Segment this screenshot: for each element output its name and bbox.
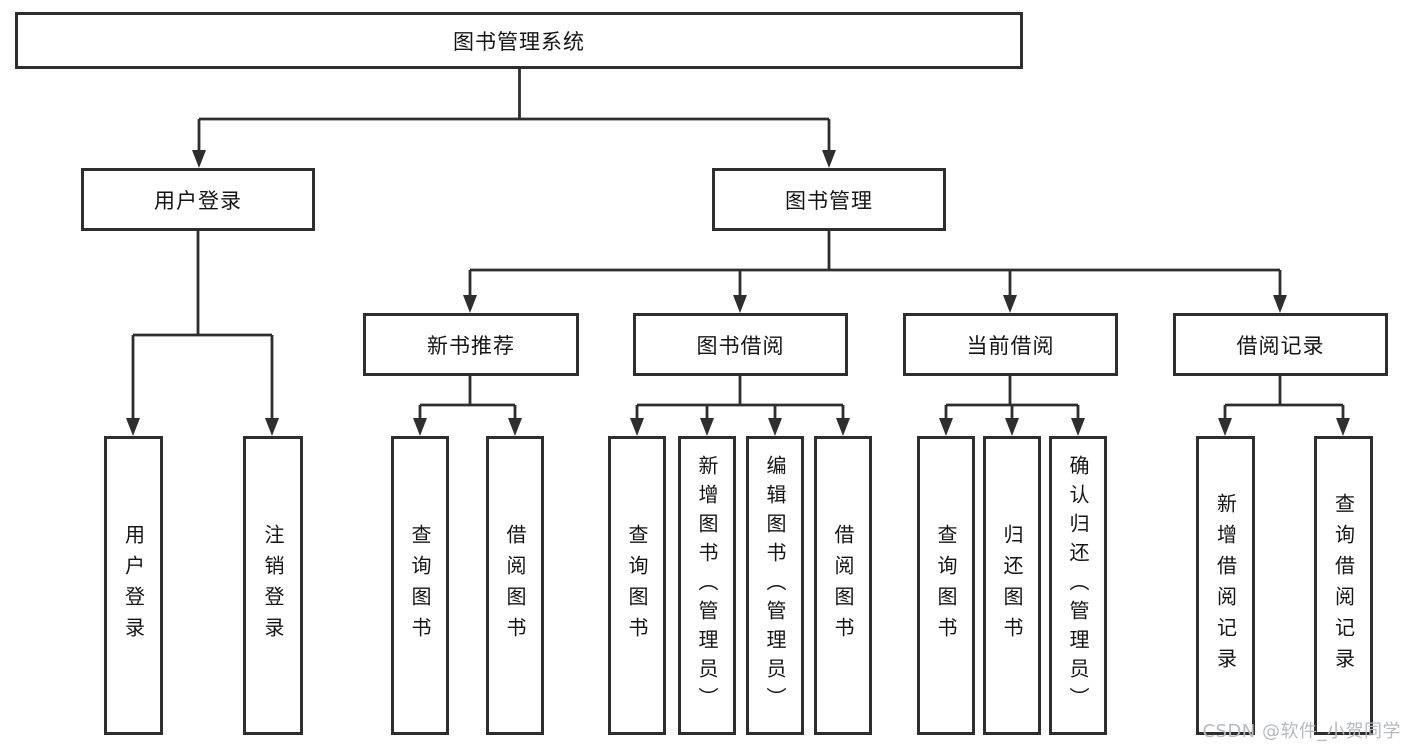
leaf-query-book-3: 查询图书 (917, 436, 975, 735)
node-book-borrow-label: 图书借阅 (696, 333, 785, 358)
leaf-query-record: 查询借阅记录 (1314, 436, 1373, 735)
leaf-edit-book-label: 编辑图书（管理员） (763, 455, 787, 716)
leaf-confirm-return-label: 确认归还（管理员） (1066, 455, 1090, 716)
arrowhead-current-borrow (1003, 295, 1017, 313)
arrowhead-leaf-query-record (1336, 418, 1350, 436)
node-book-mgmt: 图书管理 (712, 168, 946, 231)
connector-book-mgmt-to-level3 (468, 231, 1282, 295)
leaf-borrow-book-2-label: 借阅图书 (831, 523, 855, 648)
arrowhead-leaf-query-book-2 (630, 418, 644, 436)
leaf-query-book-3-label: 查询图书 (934, 523, 958, 648)
connector-user-login-to-leaves (131, 231, 274, 418)
arrowhead-leaf-return-book (1005, 418, 1019, 436)
arrowhead-leaf-borrow-book-2 (836, 418, 850, 436)
node-book-mgmt-label: 图书管理 (785, 188, 873, 213)
arrowhead-leaf-query-book-3 (939, 418, 953, 436)
arrowhead-book-borrow (733, 295, 747, 313)
leaf-add-book: 新增图书（管理员） (678, 436, 736, 735)
arrowhead-book-mgmt (822, 150, 836, 168)
leaf-borrow-book-1: 借阅图书 (486, 436, 544, 735)
arrowhead-leaf-add-record (1218, 418, 1232, 436)
arrowhead-borrow-record (1273, 295, 1287, 313)
node-new-book: 新书推荐 (363, 313, 579, 376)
leaf-add-book-label: 新增图书（管理员） (695, 455, 719, 716)
arrowhead-new-book (463, 295, 477, 313)
leaf-query-book-2: 查询图书 (608, 436, 666, 735)
leaf-add-record: 新增借阅记录 (1196, 436, 1255, 735)
leaf-query-book-2-label: 查询图书 (625, 523, 649, 648)
leaf-add-record-label: 新增借阅记录 (1213, 492, 1238, 679)
arrowhead-leaf-logout (265, 418, 279, 436)
leaf-logout: 注销登录 (243, 436, 303, 735)
connector-root-to-level2 (197, 69, 831, 150)
node-borrow-record-label: 借阅记录 (1236, 333, 1325, 358)
connector-borrow-record-to-leaves (1223, 376, 1345, 418)
leaf-logout-label: 注销登录 (261, 523, 285, 648)
leaf-return-book-label: 归还图书 (1000, 523, 1024, 648)
csdn-watermark: CSDN @软件_小贺同学 (1202, 721, 1401, 742)
connector-new-book-to-leaves (418, 376, 517, 418)
leaf-query-book-1: 查询图书 (391, 436, 449, 735)
leaf-user-login-label: 用户登录 (121, 523, 146, 648)
arrowhead-leaf-edit-book (768, 418, 782, 436)
leaf-borrow-book-1-label: 借阅图书 (503, 523, 527, 648)
node-book-borrow: 图书借阅 (633, 313, 848, 376)
node-current-borrow: 当前借阅 (903, 313, 1118, 376)
node-current-borrow-label: 当前借阅 (966, 333, 1055, 358)
leaf-return-book: 归还图书 (983, 436, 1041, 735)
leaf-edit-book: 编辑图书（管理员） (746, 436, 804, 735)
connector-book-borrow-to-leaves (635, 376, 845, 418)
arrowhead-leaf-confirm-return (1071, 418, 1085, 436)
node-user-login: 用户登录 (81, 168, 315, 231)
leaf-query-record-label: 查询借阅记录 (1331, 492, 1356, 679)
arrowhead-leaf-query-book-1 (413, 418, 427, 436)
arrowhead-leaf-user-login (126, 418, 140, 436)
connector-current-borrow-to-leaves (944, 376, 1080, 418)
node-root-label: 图书管理系统 (453, 29, 585, 54)
leaf-query-book-1-label: 查询图书 (408, 523, 432, 648)
node-borrow-record: 借阅记录 (1173, 313, 1388, 376)
arrowhead-leaf-add-book (700, 418, 714, 436)
arrowhead-user-login (192, 150, 206, 168)
arrowhead-leaf-borrow-book-1 (508, 418, 522, 436)
node-user-login-label: 用户登录 (154, 188, 242, 213)
leaf-confirm-return: 确认归还（管理员） (1049, 436, 1107, 735)
node-new-book-label: 新书推荐 (427, 333, 515, 358)
node-root: 图书管理系统 (15, 12, 1023, 69)
leaf-user-login: 用户登录 (104, 436, 163, 735)
leaf-borrow-book-2: 借阅图书 (814, 436, 872, 735)
